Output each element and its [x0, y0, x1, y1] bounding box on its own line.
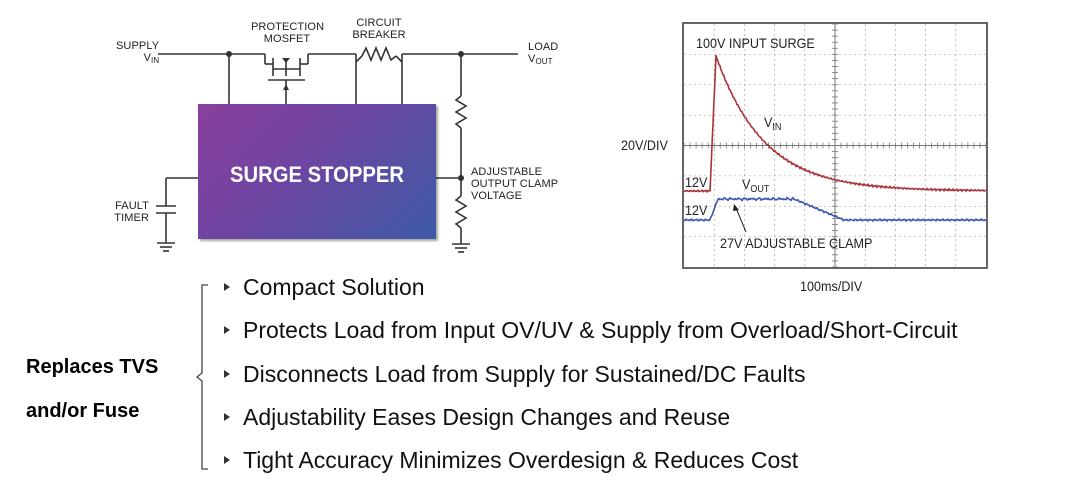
breaker-label-line2: BREAKER — [352, 29, 406, 41]
vout-label: VOUT — [528, 53, 553, 66]
vout-trace-main: V — [742, 176, 751, 192]
summary-title: Replaces TVS and/or Fuse — [26, 345, 158, 433]
vout-sub: OUT — [535, 57, 553, 66]
vin-trace — [684, 54, 986, 194]
surge-annotation: 100V INPUT SURGE — [696, 35, 815, 51]
supply-text: SUPPLY — [116, 40, 160, 52]
vin-sub: IN — [151, 56, 160, 65]
vin-main: V — [143, 52, 151, 64]
breaker-label-line1: CIRCUIT — [356, 17, 402, 29]
vin-trace-main: V — [764, 114, 773, 130]
scope-grid — [684, 24, 986, 267]
bullet-item: Disconnects Load from Supply for Sustain… — [222, 361, 806, 388]
mosfet-label: PROTECTION MOSFET — [251, 21, 325, 45]
triangle-bullet-icon — [224, 412, 230, 421]
bullet-text: Compact Solution — [243, 274, 425, 300]
vin-label: VIN — [143, 52, 160, 65]
fault-label-line1: FAULT — [115, 200, 149, 212]
summary-title-line2: and/or Fuse — [26, 400, 140, 422]
triangle-bullet-icon — [224, 455, 230, 464]
oscilloscope-plot: 100V INPUT SURGE VIN VOUT 12V 12V 27V AD… — [682, 22, 988, 269]
circuit-wiring — [156, 45, 518, 253]
x-division-label: 100ms/DIV — [800, 278, 863, 294]
triangle-bullet-icon — [224, 282, 230, 291]
bullet-text: Adjustability Eases Design Changes and R… — [243, 404, 731, 430]
bracket-brace — [196, 284, 208, 470]
surge-stopper-block: SURGE STOPPER — [198, 104, 436, 239]
clamp-arrow-head — [733, 204, 739, 211]
bullet-item: Compact Solution — [222, 274, 425, 301]
breaker-label: CIRCUIT BREAKER — [349, 17, 409, 41]
vin-trace-label: VIN — [764, 114, 781, 133]
fault-label-line2: TIMER — [114, 212, 149, 224]
bullet-text: Protects Load from Input OV/UV & Supply … — [243, 317, 958, 343]
mosfet-label-line1: PROTECTION — [251, 21, 325, 33]
vin-level-label: 12V — [685, 174, 708, 190]
bullet-text: Tight Accuracy Minimizes Overdesign & Re… — [243, 447, 799, 473]
bullet-item: Adjustability Eases Design Changes and R… — [222, 404, 730, 431]
vout-trace — [684, 196, 986, 223]
vout-level-label: 12V — [685, 202, 708, 218]
mosfet-label-line2: MOSFET — [263, 33, 311, 45]
clamp-label-line1: ADJUSTABLE — [471, 166, 543, 178]
clamp-label-line3: VOLTAGE — [471, 190, 523, 202]
vout-trace-sub: OUT — [750, 184, 770, 195]
vin-trace-sub: IN — [772, 122, 782, 133]
clamp-label-line2: OUTPUT CLAMP — [471, 178, 559, 190]
vout-main: V — [528, 53, 536, 65]
bullet-text: Disconnects Load from Supply for Sustain… — [243, 361, 806, 387]
clamp-arrow-line — [735, 207, 747, 233]
surge-stopper-label: SURGE STOPPER — [230, 162, 404, 187]
load-text: LOAD — [528, 41, 559, 53]
summary-title-line1: Replaces TVS — [26, 356, 159, 378]
load-label: LOAD VOUT — [528, 41, 558, 68]
supply-label: SUPPLY VIN — [116, 40, 159, 67]
y-division-label: 20V/DIV — [621, 137, 668, 153]
bullet-item: Tight Accuracy Minimizes Overdesign & Re… — [222, 447, 798, 474]
clamp-label: ADJUSTABLE OUTPUT CLAMP VOLTAGE — [471, 166, 558, 202]
triangle-bullet-icon — [224, 325, 230, 334]
fault-timer-label: FAULT TIMER — [113, 200, 149, 224]
vout-trace-label: VOUT — [742, 176, 769, 195]
triangle-bullet-icon — [224, 369, 230, 378]
bullet-item: Protects Load from Input OV/UV & Supply … — [222, 317, 958, 344]
clamp-annotation: 27V ADJUSTABLE CLAMP — [720, 235, 873, 251]
